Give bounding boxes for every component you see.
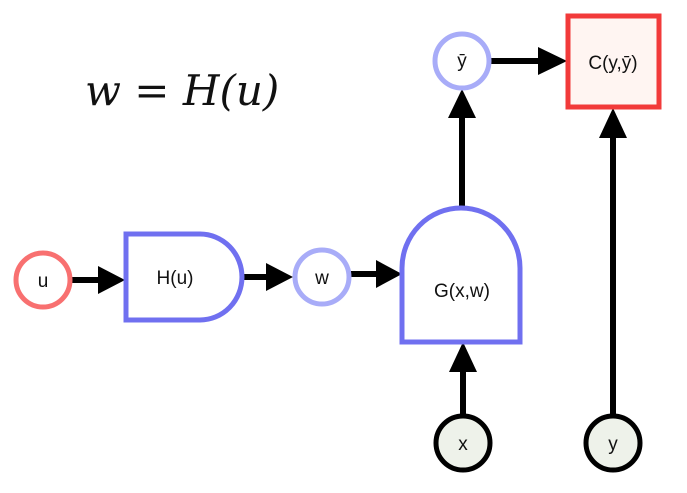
svg-text:y: y — [608, 434, 618, 455]
node-ybar: ȳ — [432, 31, 492, 91]
node-x: x — [433, 413, 493, 473]
node-g-function: G(x,w) — [399, 205, 523, 345]
edge-x-g — [449, 342, 477, 415]
edge-u-h — [72, 266, 125, 294]
svg-text:C(y,ȳ): C(y,ȳ) — [588, 53, 637, 74]
edge-g-ybar — [448, 89, 476, 208]
node-y: y — [583, 413, 643, 473]
svg-text:G(x,w): G(x,w) — [434, 281, 490, 302]
svg-text:u: u — [38, 271, 49, 292]
node-u: u — [13, 250, 73, 310]
edge-y-c — [599, 108, 627, 415]
formula: w = H(u) — [85, 66, 279, 115]
node-h-function: H(u) — [123, 231, 245, 323]
svg-text:H(u): H(u) — [157, 268, 194, 289]
svg-text:w: w — [314, 268, 329, 289]
node-w: w — [292, 247, 352, 307]
svg-text:x: x — [458, 434, 468, 455]
node-cost: C(y,ȳ) — [565, 13, 662, 110]
edge-h-w — [242, 263, 293, 291]
svg-text:ȳ: ȳ — [457, 51, 467, 72]
edge-w-g — [351, 260, 402, 288]
edge-ybar-c — [491, 47, 567, 75]
